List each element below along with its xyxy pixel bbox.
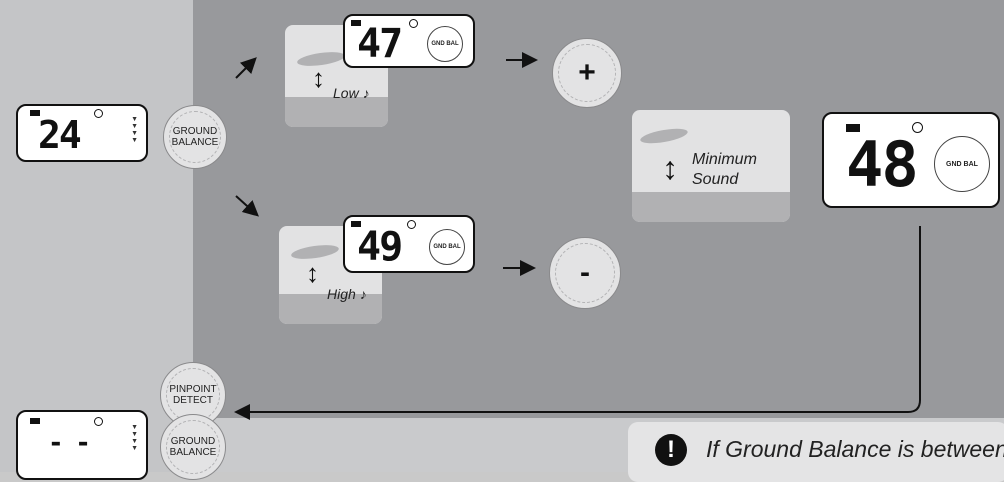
high-text: High — [327, 286, 356, 302]
plus-button[interactable]: + — [552, 38, 622, 108]
sound-text: Sound — [692, 171, 739, 188]
plus-symbol: + — [578, 56, 596, 89]
pinpoint-detect-label: PINPOINT DETECT — [169, 384, 217, 406]
flow-arrows — [234, 52, 921, 420]
battery-icon — [30, 110, 40, 116]
high-label: High ♪ — [327, 286, 367, 302]
low-text: Low — [333, 85, 359, 101]
gnd-bal-gauge: GND BAL — [934, 136, 990, 192]
lcd-value: 24 — [38, 113, 82, 157]
ground — [279, 294, 382, 324]
up-down-arrow-icon: ↕ — [312, 63, 325, 93]
minimum-text: Minimum — [692, 151, 757, 168]
arrow-down-right — [235, 195, 259, 217]
lcd-value: 48 — [846, 128, 919, 201]
button-ring — [558, 44, 616, 102]
note-text: If Ground Balance is between — [706, 436, 1004, 462]
target-icon — [407, 220, 416, 229]
low-label: Low ♪ — [333, 85, 370, 101]
ground — [632, 192, 790, 222]
music-note-icon: ♪ — [359, 286, 367, 302]
battery-icon — [30, 418, 40, 424]
target-icon — [94, 109, 103, 118]
ground-balance-label: GROUND BALANCE — [171, 126, 219, 148]
lcd-display-bottom: - - ▼▼▼▼ — [16, 410, 148, 480]
ground-balance-button[interactable]: GROUND BALANCE — [163, 105, 227, 169]
ground-balance-bottom-label: GROUND BALANCE — [169, 436, 217, 458]
scene-low-tone: ↕ Low ♪ — [285, 25, 388, 127]
arrow-return — [234, 226, 921, 420]
minus-button[interactable]: - — [549, 237, 621, 309]
target-icon — [94, 417, 103, 426]
level-bars-icon: ▼▼▼▼ — [131, 116, 138, 144]
battery-icon — [351, 221, 361, 227]
gnd-bal-label: GND BAL — [431, 41, 459, 47]
music-note-icon: ♪ — [362, 85, 370, 101]
up-down-arrow-icon: ↕ — [662, 150, 678, 186]
up-down-arrow-icon: ↕ — [306, 258, 319, 288]
target-icon — [409, 19, 418, 28]
gnd-bal-label: GND BAL — [433, 244, 461, 250]
scene-minimum-sound: ↕ Minimum Sound — [632, 110, 790, 222]
button-ring — [169, 111, 221, 163]
gnd-bal-label: GND BAL — [946, 160, 978, 168]
lcd-display-high: 49 GND BAL — [343, 215, 475, 273]
lcd-display-start: 24 ▼▼▼▼ — [16, 104, 148, 162]
target-icon — [912, 122, 923, 133]
level-bars-icon: ▼▼▼▼ — [131, 424, 138, 452]
lcd-display-low: 47 GND BAL — [343, 14, 475, 68]
ground-balance-button-bottom[interactable]: GROUND BALANCE — [160, 414, 226, 480]
battery-icon — [351, 20, 361, 26]
gnd-bal-gauge: GND BAL — [429, 229, 465, 265]
lcd-value: 49 — [357, 224, 403, 270]
battery-icon — [846, 124, 860, 132]
lcd-value: 47 — [357, 21, 403, 67]
lcd-display-result: 48 GND BAL — [822, 112, 1000, 208]
arrow-up-right — [235, 57, 257, 79]
gnd-bal-gauge: GND BAL — [427, 26, 463, 62]
minimum-sound-label: Minimum Sound — [692, 150, 757, 190]
ground — [285, 97, 388, 127]
button-ring — [555, 243, 615, 303]
exclamation-icon: ! — [655, 434, 687, 466]
lcd-value: - - — [48, 428, 91, 458]
minus-symbol: - — [580, 256, 590, 289]
